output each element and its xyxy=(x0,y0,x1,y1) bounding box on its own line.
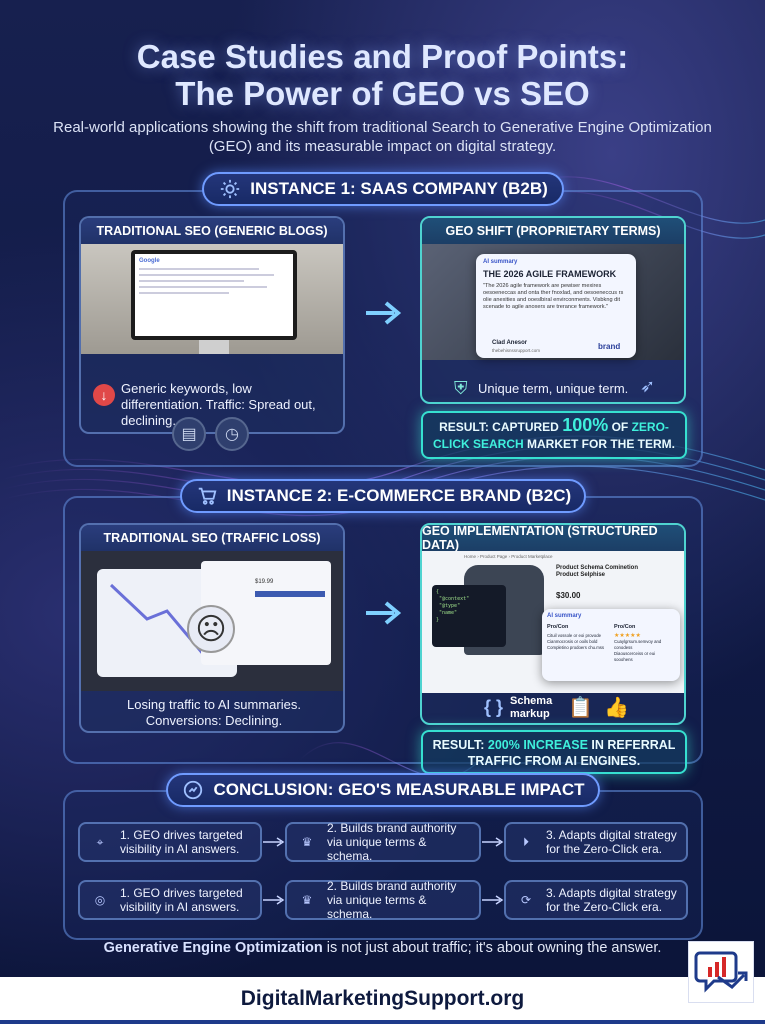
conclusion-item-strategy: ⏵3. Adapts digital strategy for the Zero… xyxy=(504,822,688,862)
target-icon: ⌖ xyxy=(96,835,104,849)
checklist-icon: 📋 xyxy=(568,697,593,719)
tagline: Generative Engine Optimization is not ju… xyxy=(103,940,662,956)
ai-card-title: THE 2026 AGILE FRAMEWORK xyxy=(483,269,617,279)
geo-shift-description: Unique term, unique term. xyxy=(478,381,629,396)
sad-face-icon: ☹ xyxy=(187,605,235,653)
pros-heading: Pro/Con xyxy=(547,624,569,630)
arrow-right-icon xyxy=(482,837,504,847)
conclusion-item-visibility: ⌖1. GEO drives targeted visibility in AI… xyxy=(78,822,262,862)
instance2-geo-card: GEO IMPLEMENTATION (STRUCTURED DATA) Hom… xyxy=(420,523,686,725)
pro-item: Cianmocrosis or ooils bold xyxy=(547,639,598,644)
arrow-right-icon xyxy=(482,895,504,905)
author-site: thebehisnssrupport.com xyxy=(492,348,541,353)
instance1-label: INSTANCE 1: SAAS COMPANY (B2B) xyxy=(202,172,564,206)
brand-logo xyxy=(688,941,754,1003)
ai-summary-tag: AI summary xyxy=(483,259,518,265)
instance2-label: INSTANCE 2: E-COMMERCE BRAND (B2C) xyxy=(180,479,586,513)
con-list: ★★★★★ Cuaylgrsum.semvoy and conodess Dia… xyxy=(614,633,674,663)
play-icon: ⏵ xyxy=(522,835,529,849)
conclusion-item-visibility: ◎1. GEO drives targeted visibility in AI… xyxy=(78,880,262,920)
down-arrow-icon: ↓ xyxy=(93,384,115,406)
author-name: Clad Anesor xyxy=(492,340,528,346)
ai-card-body: "The 2026 agile framework are pewiser me… xyxy=(483,283,624,310)
bullseye-icon: ◎ xyxy=(94,893,106,907)
chart-icon xyxy=(181,778,205,802)
arrow-right-icon xyxy=(366,301,402,325)
shield-icon: ⛨ xyxy=(454,378,468,398)
braces-icon: { } xyxy=(484,697,504,717)
crown-icon: ♛ xyxy=(301,835,313,849)
instance2-result: RESULT: 200% INCREASE IN REFERRAL TRAFFI… xyxy=(421,730,687,774)
conclusion-item-authority: ♛2. Builds brand authority via unique te… xyxy=(285,879,481,921)
ai-summary-card: AI summary THE 2026 AGILE FRAMEWORK "The… xyxy=(476,254,636,358)
instance1-geo-card: GEO SHIFT (PROPRIETARY TERMS) AI summary… xyxy=(420,216,686,404)
card-title: TRADITIONAL SEO (TRAFFIC LOSS) xyxy=(81,525,343,551)
footer-bar: DigitalMarketingSupport.org xyxy=(0,977,765,1024)
breadcrumb: Home › Product Page › Product Marketplac… xyxy=(464,554,553,559)
product-title: Product Schema Cominetion Product Selphi… xyxy=(556,565,639,578)
traffic-loss-description: Losing traffic to AI summaries. Conversi… xyxy=(127,697,301,728)
traditional-seo-description: Generic keywords, low differentiation. T… xyxy=(121,381,316,428)
thumbs-up-icon: 👍 xyxy=(604,697,629,719)
pro-item: Cituil vossole or eoi provode xyxy=(547,633,601,638)
schema-markup-label: Schema markup xyxy=(510,695,553,720)
star-rating: ★★★★★ xyxy=(614,633,641,639)
footer-site-name: DigitalMarketingSupport.org xyxy=(240,987,525,1010)
arrow-right-icon xyxy=(366,601,402,625)
instance1-traditional-card: TRADITIONAL SEO (GENERIC BLOGS) Google ↓… xyxy=(79,216,345,434)
con-item: Diaouscerceiss or eui sooohens xyxy=(614,651,656,662)
ai-summary-card: AI summary Pro/Con Pro/Con Cituil vossol… xyxy=(542,609,680,681)
chart-arrow-logo-icon xyxy=(694,951,748,993)
clock-icon: ◷ xyxy=(215,417,249,451)
document-icon: ▤ xyxy=(172,417,206,451)
product-price: $30.00 xyxy=(556,591,581,600)
product-price: $19.99 xyxy=(255,579,274,585)
card-title: GEO IMPLEMENTATION (STRUCTURED DATA) xyxy=(422,525,684,552)
arrow-right-icon xyxy=(263,895,285,905)
card-title: TRADITIONAL SEO (GENERIC BLOGS) xyxy=(81,218,343,244)
rocket-icon: ➶ xyxy=(640,376,656,396)
brand-label: brand xyxy=(598,342,621,351)
instance1-result: RESULT: CAPTURED 100% OF ZERO-CLICK SEAR… xyxy=(421,411,687,459)
traffic-loss-illustration: $19.99 ☹ xyxy=(81,551,343,691)
conclusion-item-strategy: ⟳3. Adapts digital strategy for the Zero… xyxy=(504,880,688,920)
monitor-photo: Google xyxy=(81,244,343,354)
pro-item: Completino prodoers chu.mss xyxy=(547,645,605,650)
browser-logo: Google xyxy=(139,258,160,264)
monitor-screen: Google xyxy=(131,250,297,340)
arrow-right-icon xyxy=(263,837,285,847)
ai-summary-tag: AI summary xyxy=(547,613,582,619)
instance2-traditional-card: TRADITIONAL SEO (TRAFFIC LOSS) $19.99 ☹ … xyxy=(79,523,345,733)
refresh-icon: ⟳ xyxy=(520,893,532,907)
conclusion-item-authority: ♛2. Builds brand authority via unique te… xyxy=(285,821,481,863)
cons-heading: Pro/Con xyxy=(614,624,636,630)
gear-cloud-icon xyxy=(218,177,242,201)
conclusion-label: CONCLUSION: GEO'S MEASURABLE IMPACT xyxy=(166,773,600,807)
card-title: GEO SHIFT (PROPRIETARY TERMS) xyxy=(422,218,684,244)
crown-icon: ♛ xyxy=(301,893,313,907)
shopping-cart-icon xyxy=(195,484,219,508)
con-item: Cuaylgrsum.semvoy and conodess xyxy=(614,639,662,650)
pro-list: Cituil vossole or eoi provode Cianmocros… xyxy=(547,633,607,651)
code-snippet: { "@context" "@type" "name"} xyxy=(432,585,506,647)
page-title: Case Studies and Proof Points:The Power … xyxy=(136,38,629,112)
page-subtitle: Real-world applications showing the shif… xyxy=(53,119,712,155)
